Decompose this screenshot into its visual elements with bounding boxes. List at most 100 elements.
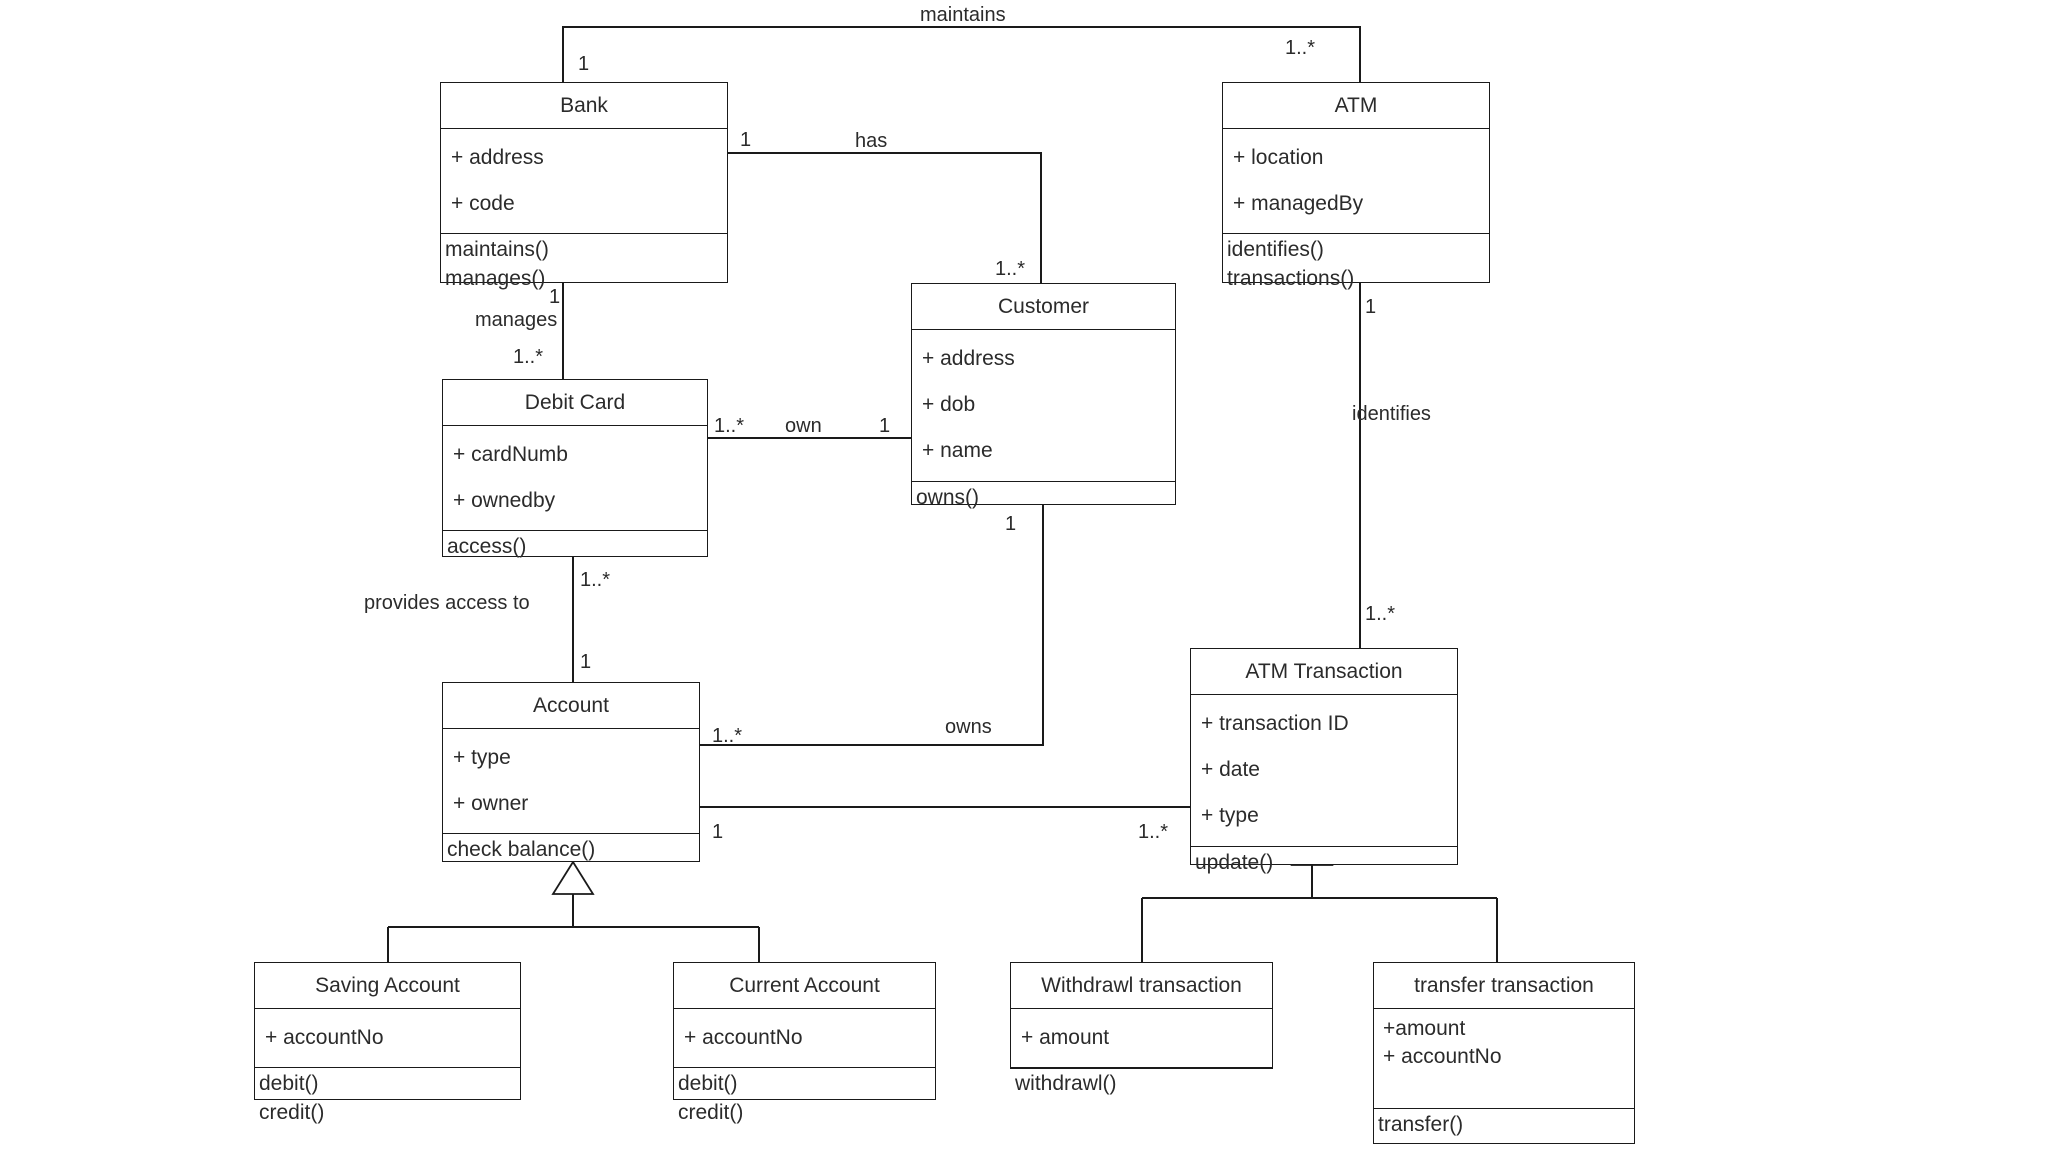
class-saving-account-title: Saving Account xyxy=(255,963,520,1010)
class-account-title: Account xyxy=(443,683,699,730)
class-customer-title: Customer xyxy=(912,284,1175,331)
class-debit-card-attr-1: + ownedby xyxy=(453,489,556,513)
multiplicity-atm-maintains: 1..* xyxy=(1285,37,1316,59)
class-customer-attributes: + address + dob + name xyxy=(912,330,1175,482)
class-atm-transaction-operations: update() xyxy=(1191,847,1457,881)
class-debit-card-attributes: + cardNumb + ownedby xyxy=(443,426,707,532)
class-debit-card-title: Debit Card xyxy=(443,380,707,427)
class-saving-account-attr-0: + accountNo xyxy=(265,1026,384,1050)
class-atm-transaction-title: ATM Transaction xyxy=(1191,649,1457,696)
class-current-account-op-0: debit() xyxy=(678,1072,738,1096)
edge-label-has: has xyxy=(855,130,888,152)
class-account-op-0: check balance() xyxy=(447,838,596,862)
class-account[interactable]: Account + type + owner check balance() xyxy=(442,682,700,862)
multiplicity-debitcard-provides: 1..* xyxy=(580,569,611,591)
class-transfer-transaction-title: transfer transaction xyxy=(1374,963,1634,1010)
class-debit-card-op-0: access() xyxy=(447,535,527,559)
class-debit-card[interactable]: Debit Card + cardNumb + ownedby access() xyxy=(442,379,708,558)
class-transfer-transaction-operations: transfer() xyxy=(1374,1109,1634,1143)
class-atm-op-1: transactions() xyxy=(1227,266,1355,290)
multiplicity-atm-identifies: 1 xyxy=(1365,296,1377,318)
class-bank-op-0: maintains() xyxy=(445,238,549,262)
edge-label-identifies: identifies xyxy=(1352,403,1431,425)
class-customer-op-0: owns() xyxy=(916,485,980,509)
class-saving-account-op-1: credit() xyxy=(259,1100,325,1124)
class-account-attributes: + type + owner xyxy=(443,729,699,835)
class-bank-attr-0: + address xyxy=(451,146,544,170)
class-account-attr-1: + owner xyxy=(453,792,529,816)
class-withdrawl-transaction[interactable]: Withdrawl transaction + amount withdrawl… xyxy=(1010,962,1273,1095)
class-current-account-title: Current Account xyxy=(674,963,935,1010)
class-atm-attr-0: + location xyxy=(1233,146,1324,170)
line-atmtransaction-generalization-bus xyxy=(1141,897,1498,962)
class-bank-op-1: manages() xyxy=(445,266,546,290)
class-withdrawl-transaction-attributes: + amount xyxy=(1011,1009,1272,1069)
class-atm-transaction[interactable]: ATM Transaction + transaction ID + date … xyxy=(1190,648,1458,874)
multiplicity-account-provides: 1 xyxy=(580,651,592,673)
class-customer[interactable]: Customer + address + dob + name owns() xyxy=(911,283,1176,509)
edge-label-owns: owns xyxy=(945,716,992,738)
class-atm-transaction-attr-2: + type xyxy=(1201,804,1259,828)
multiplicity-debitcard-own: 1..* xyxy=(714,415,745,437)
class-current-account-operations: debit() credit() xyxy=(674,1068,935,1131)
class-atm-attributes: + location + managedBy xyxy=(1223,129,1489,235)
edge-label-manages: manages xyxy=(475,309,558,331)
class-customer-attr-1: + dob xyxy=(922,393,976,417)
multiplicity-customer-has: 1..* xyxy=(995,258,1026,280)
multiplicity-debitcard-manages: 1..* xyxy=(513,346,544,368)
class-bank-title: Bank xyxy=(441,83,727,130)
class-withdrawl-transaction-title: Withdrawl transaction xyxy=(1011,963,1272,1010)
class-withdrawl-transaction-operations: withdrawl() xyxy=(1011,1068,1272,1102)
class-atm-title: ATM xyxy=(1223,83,1489,130)
class-atm-op-0: identifies() xyxy=(1227,238,1324,262)
class-atm-operations: identifies() transactions() xyxy=(1223,234,1489,297)
class-transfer-transaction-attr-0: +amount xyxy=(1383,1017,1466,1041)
class-saving-account-attributes: + accountNo xyxy=(255,1009,520,1069)
class-transfer-transaction-op-0: transfer() xyxy=(1378,1112,1464,1136)
line-customer-owns-account xyxy=(700,505,1044,746)
class-bank-attributes: + address + code xyxy=(441,129,727,235)
edge-label-provides-access-to: provides access to xyxy=(364,592,530,614)
class-atm-transaction-attr-0: + transaction ID xyxy=(1201,712,1349,736)
class-customer-attr-2: + name xyxy=(922,439,993,463)
class-saving-account-op-0: debit() xyxy=(259,1072,319,1096)
class-transfer-transaction-attributes: +amount + accountNo xyxy=(1374,1009,1634,1109)
multiplicity-bank-manages: 1 xyxy=(549,286,561,308)
edge-label-own: own xyxy=(785,415,822,437)
class-bank-attr-1: + code xyxy=(451,192,515,216)
class-atm-attr-1: + managedBy xyxy=(1233,192,1364,216)
multiplicity-atmtransaction-account: 1..* xyxy=(1138,821,1169,843)
class-account-attr-0: + type xyxy=(453,746,511,770)
class-current-account-attr-0: + accountNo xyxy=(684,1026,803,1050)
class-atm-transaction-attributes: + transaction ID + date + type xyxy=(1191,695,1457,847)
class-debit-card-attr-0: + cardNumb xyxy=(453,443,568,467)
class-current-account-op-1: credit() xyxy=(678,1100,744,1124)
class-debit-card-operations: access() xyxy=(443,531,707,565)
multiplicity-account-transaction: 1 xyxy=(712,821,724,843)
class-customer-operations: owns() xyxy=(912,482,1175,516)
class-customer-attr-0: + address xyxy=(922,347,1015,371)
class-bank-operations: maintains() manages() xyxy=(441,234,727,297)
class-current-account-attributes: + accountNo xyxy=(674,1009,935,1069)
edge-label-maintains: maintains xyxy=(920,4,1006,26)
class-transfer-transaction[interactable]: transfer transaction +amount + accountNo… xyxy=(1373,962,1635,1144)
class-withdrawl-transaction-attr-0: + amount xyxy=(1021,1026,1110,1050)
line-account-generalization-bus xyxy=(387,926,760,962)
multiplicity-bank-maintains: 1 xyxy=(578,53,590,75)
class-transfer-transaction-attr-1: + accountNo xyxy=(1383,1045,1502,1069)
class-account-operations: check balance() xyxy=(443,834,699,868)
class-atm[interactable]: ATM + location + managedBy identifies() … xyxy=(1222,82,1490,290)
class-saving-account-operations: debit() credit() xyxy=(255,1068,520,1131)
multiplicity-atmtransaction-identifies: 1..* xyxy=(1365,603,1396,625)
class-current-account[interactable]: Current Account + accountNo debit() cred… xyxy=(673,962,936,1124)
class-saving-account[interactable]: Saving Account + accountNo debit() credi… xyxy=(254,962,521,1124)
class-atm-transaction-op-0: update() xyxy=(1195,850,1274,874)
multiplicity-customer-own: 1 xyxy=(879,415,891,437)
class-bank[interactable]: Bank + address + code maintains() manage… xyxy=(440,82,728,290)
line-bank-maintains-atm xyxy=(562,26,1361,82)
class-withdrawl-transaction-op-0: withdrawl() xyxy=(1015,1072,1117,1096)
multiplicity-bank-has: 1 xyxy=(740,129,752,151)
multiplicity-account-owns: 1..* xyxy=(712,725,743,747)
class-atm-transaction-attr-1: + date xyxy=(1201,758,1260,782)
